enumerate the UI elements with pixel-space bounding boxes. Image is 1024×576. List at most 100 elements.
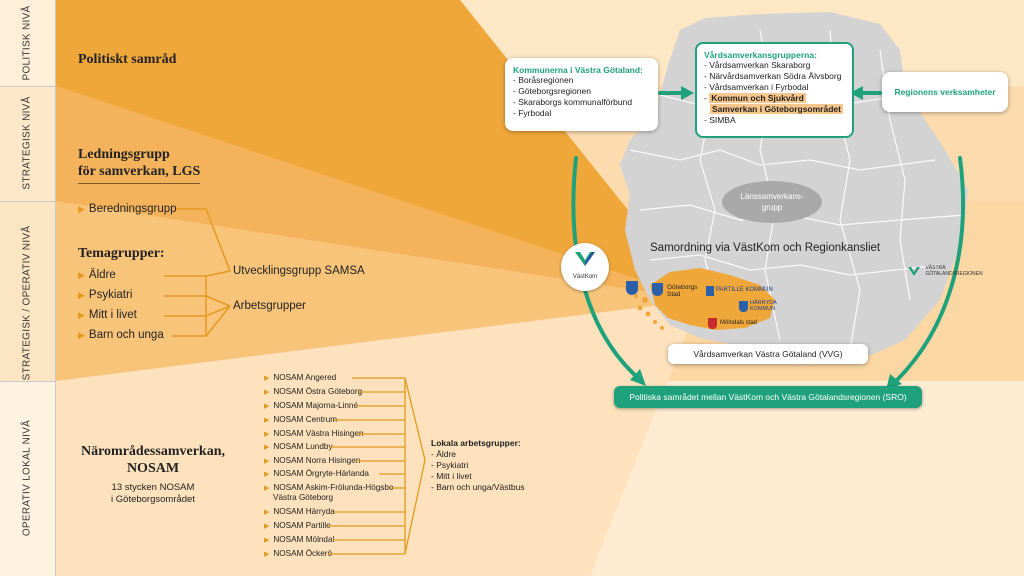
nosam-item-label: NOSAM Härryda bbox=[273, 507, 335, 516]
lgs-line1: Ledningsgrupp bbox=[78, 147, 170, 162]
kommunerna-item: - Fyrbodal bbox=[513, 108, 552, 119]
kommunerna-box: Kommunerna i Västra Götaland: - Boråsreg… bbox=[505, 58, 658, 131]
bullet-triangle-icon: ▶ bbox=[78, 310, 85, 320]
nosam-item-label: NOSAM Norra Hisingen bbox=[273, 456, 361, 465]
bullet-triangle-icon: ▶ bbox=[264, 375, 270, 382]
arbetsgrupper-label: Arbetsgrupper bbox=[233, 300, 306, 312]
lanssamverkan-ellipse: Länssamverkans- grupp bbox=[722, 181, 822, 223]
lgs-underline bbox=[78, 183, 200, 184]
tema-item-psykiatri: ▶Psykiatri bbox=[78, 289, 132, 301]
nosam-item: ▶NOSAM Härryda bbox=[264, 507, 335, 517]
bullet-triangle-icon: ▶ bbox=[264, 509, 270, 516]
nosam-item-label: NOSAM Lundby bbox=[273, 442, 333, 451]
level-divider bbox=[0, 86, 55, 87]
lokala-item: - Barn och unga/Västbus bbox=[431, 482, 525, 492]
level-label-politisk: POLITISK NIVÅ bbox=[21, 5, 33, 81]
politiskt-samrad-title: Politiskt samråd bbox=[78, 52, 177, 67]
tema-item-aldre: ▶Äldre bbox=[78, 269, 116, 281]
bullet-triangle-icon: ▶ bbox=[264, 523, 270, 530]
level-divider bbox=[0, 381, 55, 382]
vastkom-v-icon bbox=[575, 252, 595, 266]
bullet-triangle-icon: ▶ bbox=[264, 551, 270, 558]
kommunerna-item: - Boråsregionen bbox=[513, 75, 574, 85]
bullet-triangle-icon: ▶ bbox=[264, 417, 270, 424]
nosam-item-label: NOSAM Askim-Frölunda-Högsbo bbox=[273, 483, 394, 492]
nosam-item-label: NOSAM Majorna-Linné bbox=[273, 401, 359, 410]
nosam-item-label: NOSAM Västra Hisingen bbox=[273, 429, 364, 438]
lgs-title: Ledningsgrupp för samverkan, LGS bbox=[78, 146, 200, 180]
lanssamverkan-line1: Länssamverkans- bbox=[740, 192, 804, 201]
bullet-triangle-icon: ▶ bbox=[78, 330, 85, 340]
crest-partille bbox=[706, 286, 714, 296]
goteborg-label: Göteborgs Stad bbox=[667, 284, 697, 298]
level-label-strategisk-operativ: STRATEGISK / OPERATIV NIVÅ bbox=[21, 225, 33, 381]
bullet-triangle-icon: ▶ bbox=[78, 290, 85, 300]
goteborg-line2: Stad bbox=[667, 291, 681, 298]
vardsamverkansgrupperna-box: Vårdsamverkansgrupperna: - Vårdsamverkan… bbox=[695, 42, 854, 138]
vsg-item: - SIMBA bbox=[704, 115, 736, 126]
nosam-item: ▶NOSAM Västra Hisingen bbox=[264, 429, 364, 439]
lokala-title: Lokala arbetsgrupper: bbox=[431, 438, 521, 448]
samordning-label: Samordning via VästKom och Regionkanslie… bbox=[650, 242, 881, 254]
harryda-line2: KOMMUN bbox=[750, 306, 776, 312]
nosam-item: ▶NOSAM Öckerö bbox=[264, 549, 332, 559]
bullet-triangle-icon: ▶ bbox=[264, 471, 270, 478]
vvg-box: Vårdsamverkan Västra Götaland (VVG) bbox=[668, 344, 868, 364]
partille-label: PARTILLE KOMMUN bbox=[716, 287, 773, 293]
vsg-item-highlight: - Kommun och Sjukvård bbox=[704, 93, 845, 104]
crest-molndal bbox=[708, 318, 717, 329]
kommunerna-item: - Skaraborgs kommunalförbund bbox=[513, 97, 633, 108]
lokala-arbetsgrupper: Lokala arbetsgrupper: - Äldre - Psykiatr… bbox=[431, 438, 525, 493]
nosam-item: ▶NOSAM Lundby bbox=[264, 442, 333, 452]
vgr-line2: GÖTALANDSREGIONEN bbox=[925, 270, 983, 277]
bullet-triangle-icon: ▶ bbox=[264, 458, 270, 465]
nosam-item-label: NOSAM Örgryte-Härlanda bbox=[273, 469, 369, 478]
nosam-item-label: NOSAM Öckerö bbox=[273, 549, 333, 558]
nosam-item-label-line2: Västra Göteborg bbox=[273, 493, 334, 503]
wedge-politisk bbox=[55, 0, 700, 300]
lgs-line2: för samverkan, LGS bbox=[78, 164, 201, 179]
level-label-strategisk: STRATEGISK NIVÅ bbox=[21, 96, 33, 190]
nosam-item: ▶NOSAM Centrum bbox=[264, 415, 337, 425]
nosam-item: ▶NOSAM Örgryte-Härlanda bbox=[264, 469, 369, 479]
crest-goteborg bbox=[652, 283, 663, 296]
nosam-item: ▶NOSAM Majorna-Linné bbox=[264, 401, 358, 411]
bullet-triangle-icon: ▶ bbox=[264, 444, 270, 451]
vsg-highlight-line2: Samverkan i Göteborgsområdet bbox=[710, 104, 843, 115]
lanssamverkan-line2: grupp bbox=[761, 203, 783, 212]
vsg-item: - Vårdsamverkan i Fyrbodal bbox=[704, 82, 809, 93]
bullet-triangle-icon: ▶ bbox=[78, 270, 85, 280]
nosam-title-line1: Närområdessamverkan, bbox=[80, 444, 225, 459]
lokala-item: - Psykiatri bbox=[431, 460, 469, 470]
harryda-line1: HÄRRYDA bbox=[750, 300, 777, 306]
nosam-item: ▶NOSAM Angered bbox=[264, 373, 336, 383]
vvg-label: Vårdsamverkan Västra Götaland (VVG) bbox=[693, 349, 843, 359]
nosam-item-label: NOSAM Angered bbox=[273, 373, 337, 382]
crest-ockero bbox=[626, 281, 638, 295]
vsg-dash: - bbox=[704, 93, 707, 104]
nosam-title-line2: NOSAM bbox=[126, 461, 180, 476]
nosam-sub-line2: i Göteborgsområdet bbox=[111, 494, 195, 505]
lokala-item: - Äldre bbox=[431, 449, 457, 459]
beredningsgrupp-item: ▶Beredningsgrupp bbox=[78, 203, 177, 215]
tema-item-label: Psykiatri bbox=[88, 289, 133, 301]
kommunerna-item: - Göteborgsregionen bbox=[513, 86, 591, 97]
lokala-item: - Mitt i livet bbox=[431, 471, 472, 481]
vgr-line1: VÄSTRA bbox=[925, 264, 946, 271]
utvecklingsgrupp-label: Utvecklingsgrupp SAMSA bbox=[233, 265, 365, 277]
vsg-item: - Närvårdsamverkan Södra Älvsborg bbox=[704, 71, 842, 82]
nosam-item-label: NOSAM Centrum bbox=[273, 415, 338, 424]
bullet-triangle-icon: ▶ bbox=[264, 537, 270, 544]
vsg-item: - Vårdsamverkan Skaraborg bbox=[704, 60, 811, 70]
bullet-triangle-icon: ▶ bbox=[264, 431, 270, 438]
bullet-triangle-icon: ▶ bbox=[264, 389, 270, 396]
nosam-subtitle: 13 stycken NOSAM i Göteborgsområdet bbox=[78, 482, 228, 506]
vgr-mark-icon bbox=[908, 266, 920, 276]
temagrupper-title: Temagrupper: bbox=[78, 246, 165, 261]
nosam-item: ▶NOSAM Östra Göteborg bbox=[264, 387, 362, 397]
bullet-triangle-icon: ▶ bbox=[264, 403, 270, 410]
sro-box: Politiska samrådet mellan VästKom och Vä… bbox=[614, 386, 922, 408]
vsg-highlight-line1: Kommun och Sjukvård bbox=[709, 93, 806, 104]
level-column bbox=[0, 0, 56, 576]
